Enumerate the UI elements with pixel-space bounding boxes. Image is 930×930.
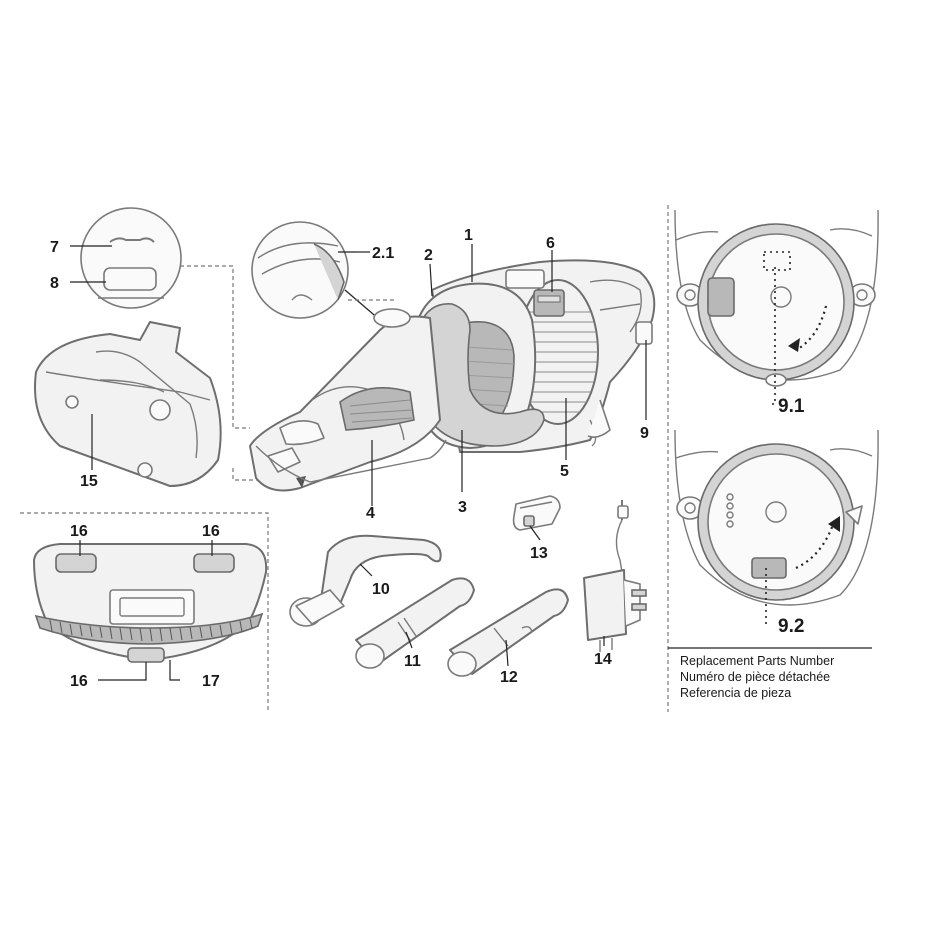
- top-latch: [505, 269, 545, 289]
- leader-lines: [70, 244, 647, 681]
- crevice-tool-10: [289, 534, 442, 627]
- wheel-front: [127, 647, 165, 663]
- callout-9-1: 9.1: [778, 396, 805, 417]
- callout-10: 10: [372, 581, 390, 598]
- suction-port: [109, 589, 195, 625]
- callout-1: 1: [464, 227, 473, 244]
- callout-4: 4: [366, 505, 375, 522]
- callout-2: 2: [424, 247, 433, 264]
- legend-line-1: Replacement Parts Number: [680, 654, 834, 668]
- callout-16-left: 16: [70, 523, 88, 540]
- legend-line-2: Numéro de pièce détachée: [680, 670, 830, 684]
- brush-strip: [34, 612, 264, 645]
- detail-view-9-2: 9.2: [674, 429, 879, 637]
- callout-13: 13: [530, 545, 548, 562]
- callout-6: 6: [546, 235, 555, 252]
- floor-head-body: [34, 321, 222, 487]
- callout-15: 15: [80, 473, 98, 490]
- floor-head-15: [34, 321, 222, 487]
- callout-3: 3: [458, 499, 467, 516]
- extension-tube-12: [447, 588, 569, 677]
- callout-16-right: 16: [202, 523, 220, 540]
- callout-12: 12: [500, 669, 518, 686]
- legend-line-3: Referencia de pieza: [680, 686, 791, 700]
- extension-tube-11: [355, 577, 475, 669]
- callout-2-1: 2.1: [372, 245, 394, 262]
- callout-17: 17: [202, 673, 220, 690]
- callout-16-bottom: 16: [70, 673, 88, 690]
- detail-view-9-1: 9.1: [674, 209, 879, 417]
- callout-9-2: 9.2: [778, 616, 804, 637]
- callout-8: 8: [50, 275, 59, 292]
- legend-block: Replacement Parts Number Numéro de pièce…: [680, 654, 834, 700]
- callout-7: 7: [50, 239, 59, 256]
- wheel-left: [55, 553, 97, 573]
- callouts: 1 2 2.1 3 4 5 6 7 8 9 10 11 12 13 14 15 …: [50, 227, 649, 690]
- rotate-arrow-2: [795, 521, 836, 569]
- adapter-13: [512, 495, 561, 531]
- floor-head-underside: [33, 543, 268, 663]
- charge-socket: [635, 321, 653, 345]
- callout-11: 11: [404, 653, 421, 670]
- magnifier-7-8: [80, 207, 182, 309]
- release-latch: [707, 277, 735, 317]
- filter-release-button: [533, 289, 565, 317]
- release-latch-open: [751, 557, 787, 579]
- callout-9: 9: [640, 425, 649, 442]
- detail-panel: 9.1 9.2 Replacement Parts Number: [667, 205, 879, 712]
- release-button-8: [103, 267, 157, 291]
- vacuum-assembly: [80, 207, 656, 492]
- magnifier-2-1: [251, 221, 349, 319]
- charger-14: [583, 500, 647, 652]
- callout-14: 14: [594, 651, 612, 668]
- callout-5: 5: [560, 463, 569, 480]
- wheel-right: [193, 553, 235, 573]
